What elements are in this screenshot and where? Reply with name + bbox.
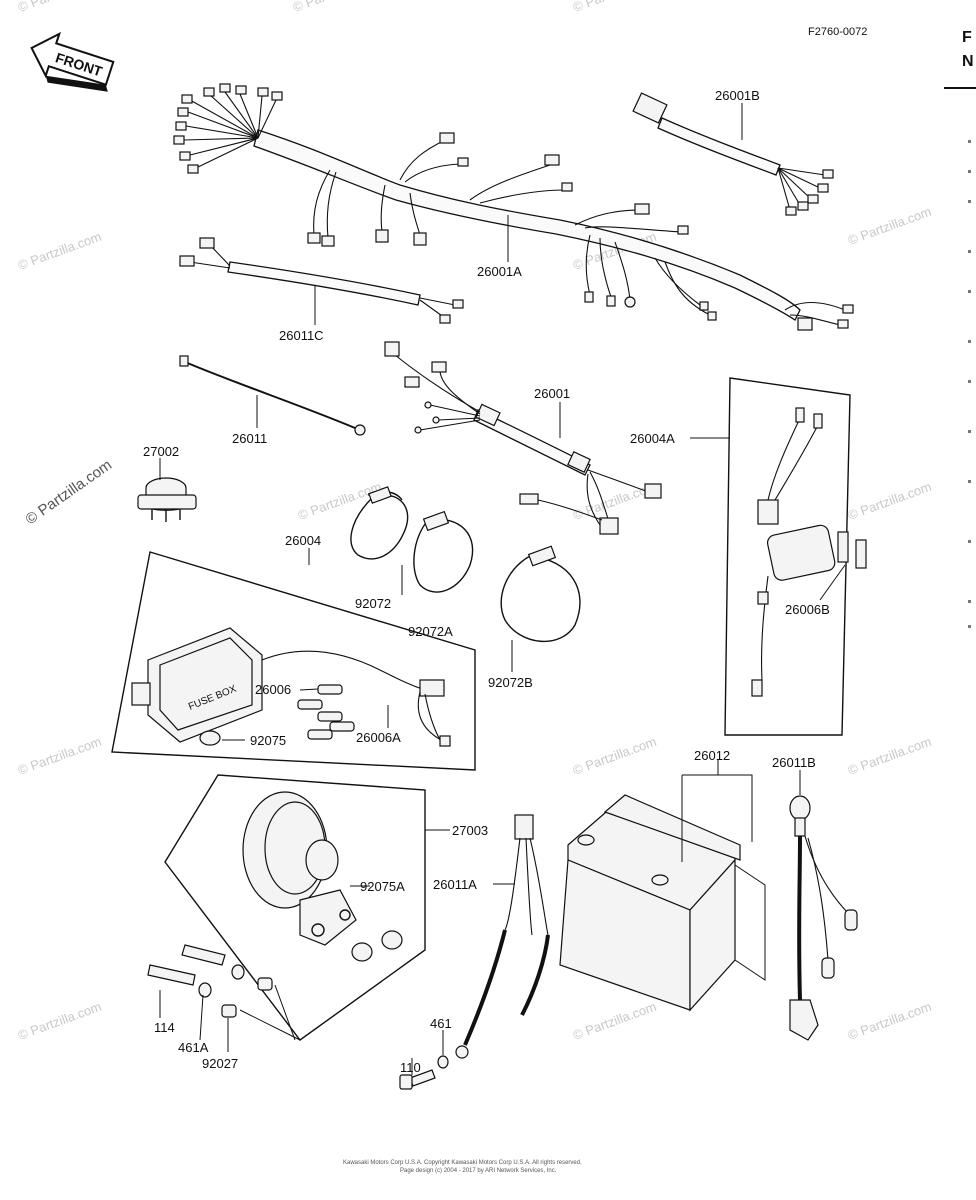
edge-letter: F (962, 29, 972, 46)
edge-dots (968, 140, 971, 628)
watermark: © Partzilla.com (16, 0, 103, 15)
part-label-26001: 26001 (534, 386, 570, 401)
watermark: © Partzilla.com (16, 734, 103, 778)
fuse-box-26004-group: FUSE BOX (111, 551, 476, 771)
ground-lead-26011 (179, 355, 366, 436)
footer-copyright: Kawasaki Motors Corp U.S.A. Copyright Ka… (343, 1160, 582, 1166)
watermark: © Partzilla.com (16, 999, 103, 1043)
front-arrow-icon: FRONT (30, 31, 115, 92)
fuse-holder-26004a-box (724, 377, 867, 736)
sub-harness-26011c (179, 237, 464, 324)
part-label-26012: 26012 (694, 748, 730, 763)
part-label-92072: 92072 (355, 596, 391, 611)
part-label-26001B: 26001B (715, 88, 760, 103)
battery-lead-26011a (455, 814, 550, 1059)
footer-design: Page design (c) 2004 - 2017 by ARI Netwo… (400, 1168, 557, 1174)
part-label-26006B: 26006B (785, 602, 830, 617)
leader-bracket (681, 774, 753, 862)
leader-line (819, 564, 846, 601)
washer-461 (437, 1055, 449, 1069)
part-label-26004A: 26004A (630, 431, 675, 446)
sub-harness-26001 (384, 341, 662, 535)
bolt-110 (399, 1069, 436, 1090)
part-label-26011C: 26011C (279, 328, 324, 343)
watermark: © Partzilla.com (571, 0, 658, 15)
part-label-26001A: 26001A (477, 264, 522, 279)
battery-lead-26011b (789, 795, 858, 1041)
part-label-26011: 26011 (232, 431, 267, 446)
watermark: © Partzilla.com (291, 0, 378, 15)
leader-line (199, 994, 204, 1041)
watermark: © Partzilla.com (846, 999, 933, 1043)
bands-92072 (350, 486, 581, 642)
part-label-461: 461 (430, 1016, 452, 1031)
part-label-26006A: 26006A (356, 730, 401, 745)
watermark: © Partzilla.com (846, 479, 933, 523)
part-label-27003: 27003 (452, 823, 488, 838)
switch-27002 (137, 477, 197, 522)
part-label-110: 110 (400, 1060, 421, 1075)
watermark: © Partzilla.com (846, 204, 933, 248)
part-label-26011B: 26011B (772, 755, 816, 770)
part-label-92075: 92075 (250, 733, 286, 748)
part-label-26004: 26004 (285, 533, 321, 548)
part-label-461A: 461A (178, 1040, 209, 1055)
edge-letter: N (962, 53, 974, 70)
sub-harness-26001b (632, 92, 834, 216)
leader-line (299, 688, 319, 691)
part-label-27002: 27002 (143, 444, 179, 459)
part-label-92027: 92027 (202, 1056, 238, 1071)
part-label-114: 114 (154, 1020, 175, 1035)
watermark: © Partzilla.com (846, 734, 933, 778)
watermark: © Partzilla.com (23, 456, 116, 528)
part-label-26011A: 26011A (433, 877, 477, 892)
horn-27003-group (147, 774, 426, 1041)
part-label-92072A: 92072A (408, 624, 453, 639)
diagram-code: F2760-0072 (808, 26, 867, 38)
main-wiring-harness (173, 83, 854, 331)
watermark: © Partzilla.com (571, 734, 658, 778)
battery-26012 (559, 794, 766, 1012)
part-label-26006: 26006 (255, 682, 291, 697)
part-label-92072B: 92072B (488, 675, 533, 690)
part-label-92075A: 92075A (360, 879, 405, 894)
watermark: © Partzilla.com (16, 229, 103, 273)
watermark: © Partzilla.com (571, 999, 658, 1043)
